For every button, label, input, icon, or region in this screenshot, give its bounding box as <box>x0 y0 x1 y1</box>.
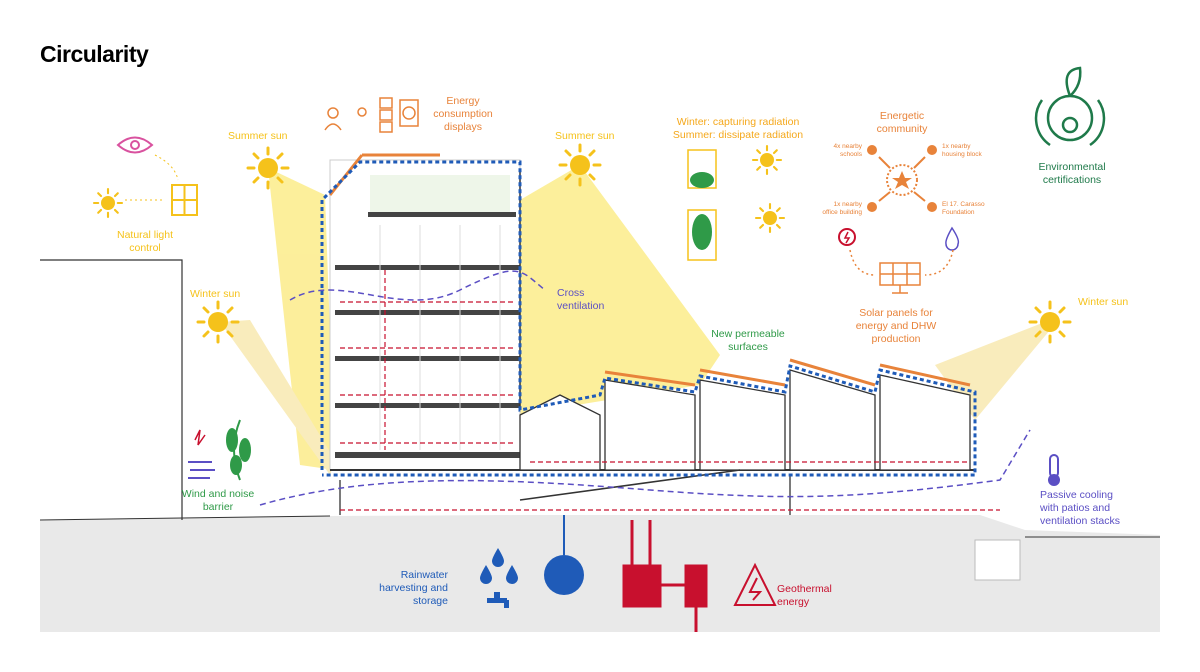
eye-icon <box>116 136 154 154</box>
summer-sun-right-icon <box>558 143 602 187</box>
winter-sun-left-icon <box>196 300 240 344</box>
summer-sun-left-label: Summer sun <box>228 130 288 142</box>
winter-sun-right-label: Winter sun <box>1078 296 1128 308</box>
summer-sun-left-icon <box>246 146 290 190</box>
summer-sun-right-label: Summer sun <box>555 130 615 142</box>
low-blocks <box>339 369 971 515</box>
community-network <box>867 145 937 212</box>
solar-panel-icon <box>849 249 954 294</box>
solar-panels-roofs <box>604 358 971 387</box>
geothermal-icon <box>733 562 777 606</box>
floor-lines <box>340 270 1000 511</box>
light-arrows <box>125 154 179 201</box>
geothermal-system <box>622 520 708 632</box>
rain-tap-icon <box>480 548 518 608</box>
winter-sun-left-label: Winter sun <box>190 288 240 300</box>
wind-plant-icon <box>188 419 251 481</box>
neighbour-building <box>40 259 183 520</box>
winter-sun-right-icon <box>1028 300 1072 344</box>
radiation-sun-2-icon <box>754 202 786 234</box>
electricity-icon <box>838 228 856 246</box>
thermometer-icon <box>1048 454 1060 486</box>
radiation-sun-icon <box>751 144 783 176</box>
ground <box>39 515 1160 632</box>
sun-beams <box>220 165 1050 475</box>
rainwater-tank <box>544 515 584 595</box>
water-drop-icon <box>945 226 960 251</box>
window-icon <box>171 184 198 216</box>
environmental-certification-icon <box>1034 66 1106 147</box>
thermal-envelope <box>320 160 977 477</box>
energy-display-icon <box>324 97 419 133</box>
natural-light-sun-icon <box>92 187 124 219</box>
window-plant-icons <box>687 149 717 261</box>
ventilation-flows <box>259 270 1031 506</box>
page-title: Circularity <box>40 41 149 67</box>
